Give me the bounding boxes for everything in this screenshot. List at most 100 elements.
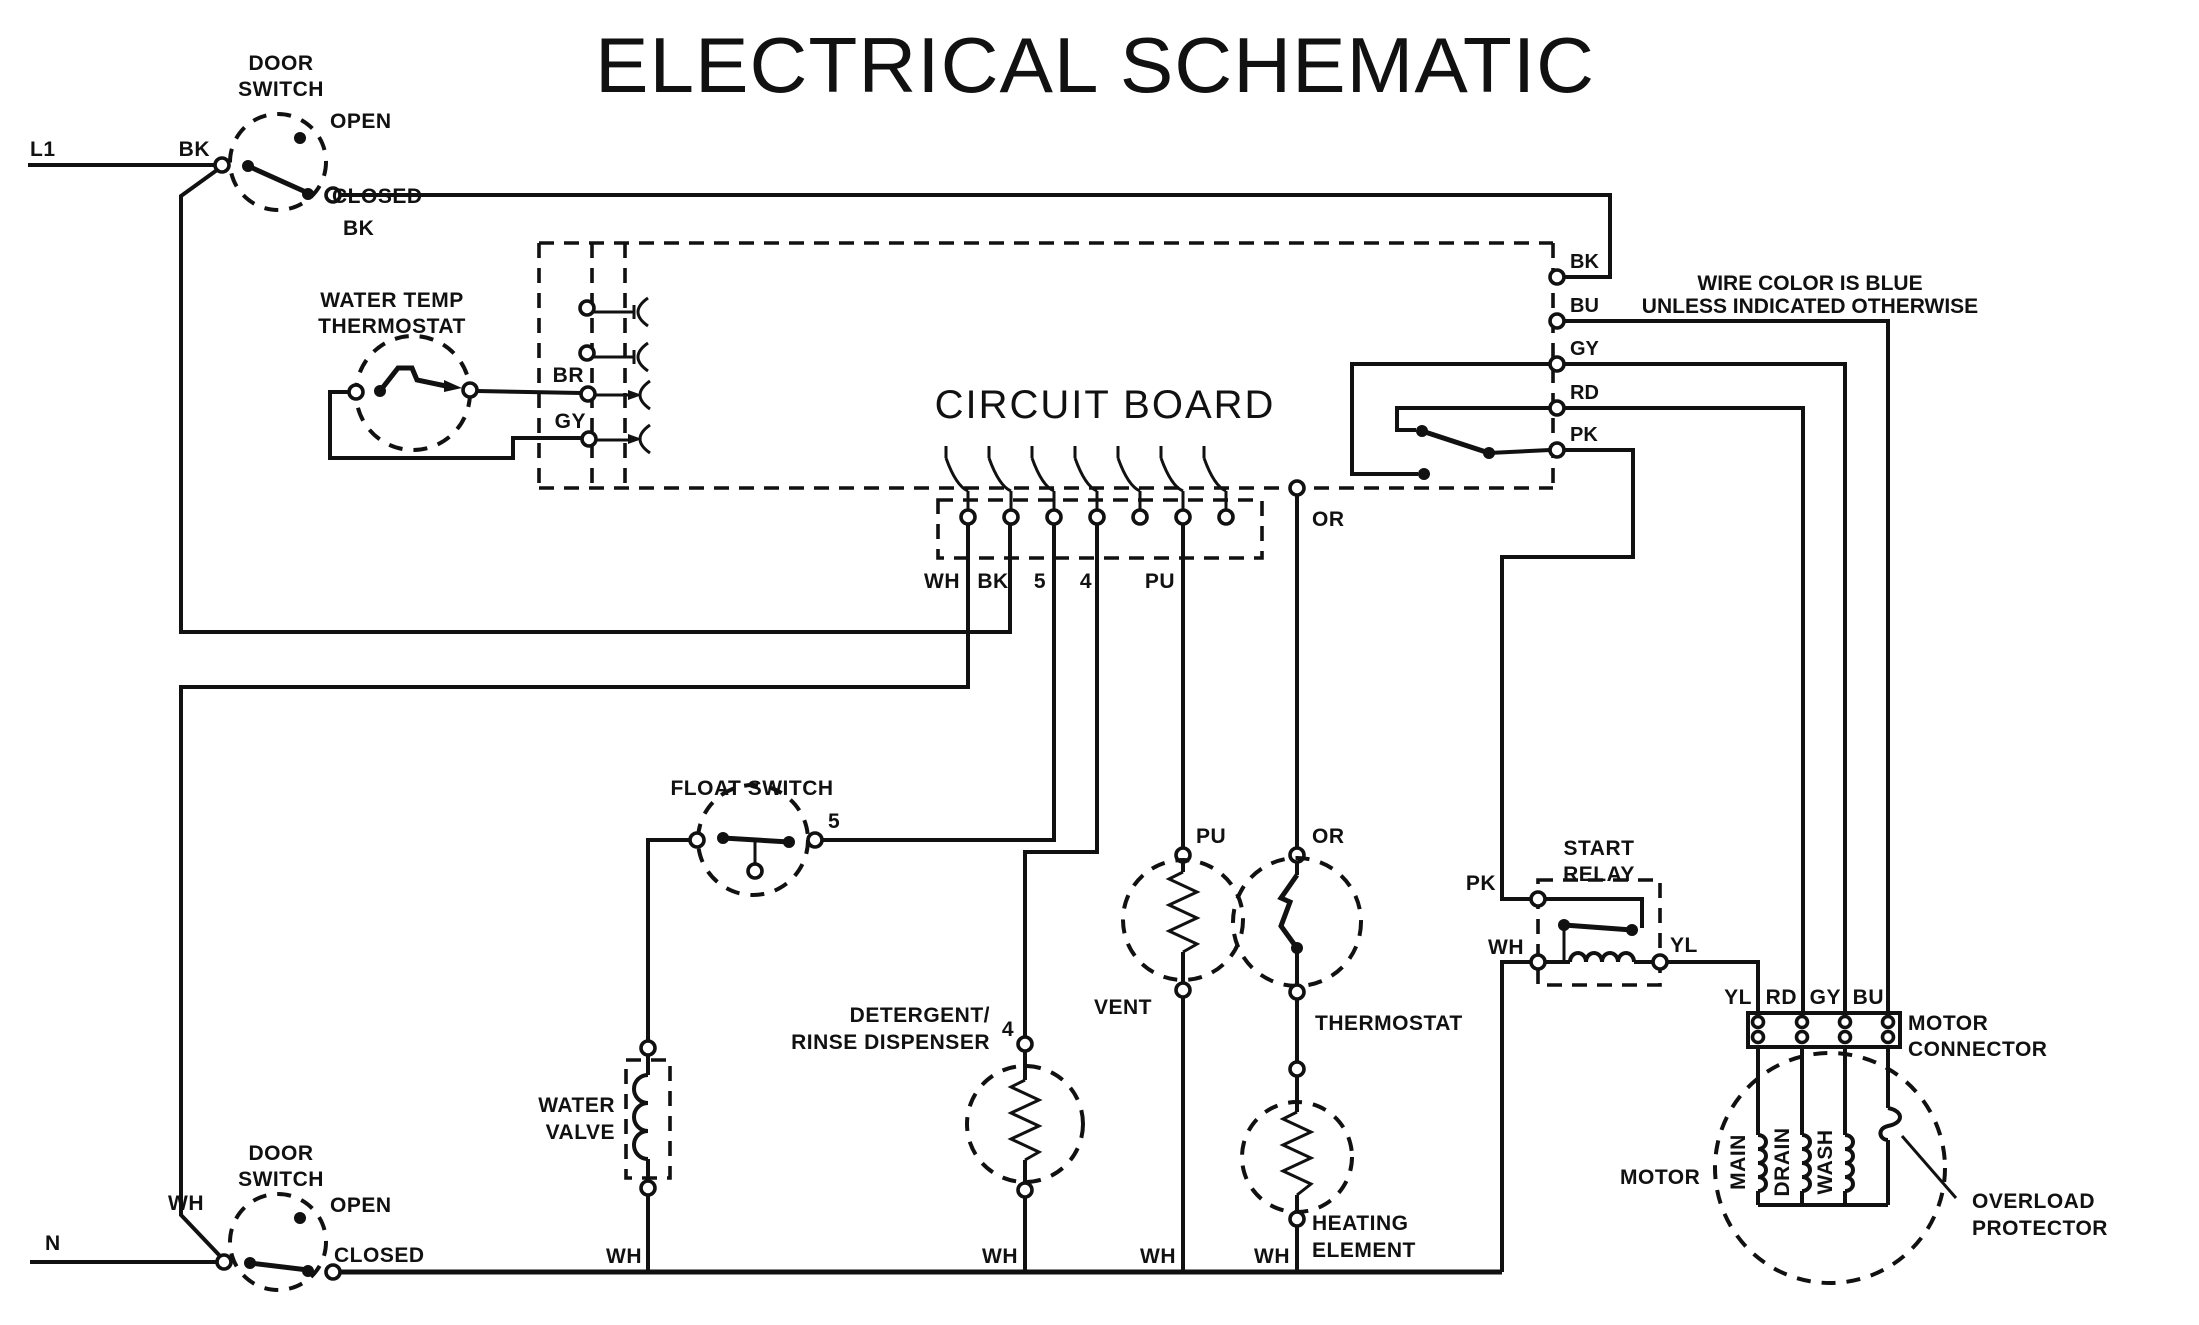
vent-resistor bbox=[1165, 870, 1201, 954]
vent-label: VENT bbox=[1094, 996, 1152, 1019]
start-relay-yl-label: YL bbox=[1670, 934, 1698, 957]
br-label: BR bbox=[553, 364, 584, 387]
drain-winding bbox=[1801, 1133, 1812, 1193]
connector-4-label: 4 bbox=[1080, 570, 1092, 593]
wire-color-note-1: WIRE COLOR IS BLUE bbox=[1697, 272, 1922, 295]
connector-5-label: 5 bbox=[1034, 570, 1046, 593]
right-side-wires bbox=[1500, 319, 1890, 1013]
dispenser-wh-label: WH bbox=[982, 1245, 1018, 1268]
heating-label-1: HEATING bbox=[1312, 1212, 1408, 1235]
water-temp-thermostat-circle bbox=[354, 334, 472, 452]
float-switch-5-label: 5 bbox=[828, 810, 840, 833]
dispenser-label-1: DETERGENT/ bbox=[850, 1004, 990, 1027]
overload-label-2: PROTECTOR bbox=[1972, 1217, 2108, 1240]
main-winding bbox=[1757, 1133, 1768, 1193]
door-switch-bottom-label-2: SWITCH bbox=[238, 1168, 324, 1191]
thermostat-blade bbox=[1277, 873, 1300, 946]
motor-circle bbox=[1713, 1051, 1947, 1285]
connector-pu-label: PU bbox=[1145, 570, 1175, 593]
n-label: N bbox=[45, 1232, 61, 1255]
vent-wh-label: WH bbox=[1140, 1245, 1176, 1268]
pk-wire bbox=[1500, 448, 1635, 901]
dispenser-4-label: 4 bbox=[1002, 1018, 1014, 1041]
connector-bu-label: BU bbox=[1853, 986, 1884, 1009]
start-relay-wh-label: WH bbox=[1488, 936, 1524, 959]
terminal-bu-label: BU bbox=[1570, 295, 1599, 317]
board-internal-relay bbox=[1350, 362, 1551, 480]
door-switch-bottom-closed-label: CLOSED bbox=[334, 1244, 425, 1267]
terminal-bk-label: BK bbox=[1570, 251, 1599, 273]
door-switch-bottom-open-label: OPEN bbox=[330, 1194, 392, 1217]
terminal-rd-label: RD bbox=[1570, 382, 1599, 404]
water-temp-gy-label: GY bbox=[555, 410, 586, 433]
or-label: OR bbox=[1312, 508, 1345, 531]
motor-label: MOTOR bbox=[1620, 1166, 1700, 1189]
motor: MAIN DRAIN WASH MOTOR OVERLOAD PROTECTOR bbox=[1620, 1047, 2108, 1285]
float-switch: FLOAT SWITCH 5 bbox=[646, 524, 1056, 1041]
heating-wh-label: WH bbox=[1254, 1245, 1290, 1268]
terminal-gy-label: GY bbox=[1570, 338, 1600, 360]
start-relay-label-2: RELAY bbox=[1563, 863, 1635, 886]
door-switch-top-label-2: SWITCH bbox=[238, 78, 324, 101]
door-switch-bottom-open-contact bbox=[294, 1212, 306, 1224]
wash-winding bbox=[1844, 1133, 1855, 1193]
overload-pointer-line bbox=[1900, 1135, 1958, 1199]
start-relay-blade bbox=[1563, 922, 1633, 933]
door-switch-top-label-1: DOOR bbox=[249, 52, 314, 75]
connector-switches bbox=[944, 446, 1228, 510]
motor-main-label: MAIN bbox=[1727, 1134, 1750, 1190]
connector-rd-label: RD bbox=[1766, 986, 1797, 1009]
connector-yl-label: YL bbox=[1724, 986, 1752, 1009]
door-switch-bottom-label-1: DOOR bbox=[249, 1142, 314, 1165]
motor-connector-label-1: MOTOR bbox=[1908, 1012, 1988, 1035]
door-switch-bottom-wh-label: WH bbox=[168, 1192, 204, 1215]
motor-wash-label: WASH bbox=[1814, 1130, 1837, 1195]
door-switch-bottom: DOOR SWITCH OPEN CLOSED WH N bbox=[30, 524, 970, 1292]
start-relay: START RELAY PK WH YL bbox=[1466, 837, 1760, 1272]
dispenser: DETERGENT/ RINSE DISPENSER 4 WH bbox=[791, 524, 1099, 1272]
door-switch-top: DOOR SWITCH OPEN CLOSED BK BK L1 bbox=[28, 52, 1612, 634]
dispenser-label-2: RINSE DISPENSER bbox=[791, 1031, 990, 1054]
board-bottom-connector: WH BK 5 4 PU OR bbox=[924, 446, 1345, 593]
door-switch-top-blade bbox=[246, 163, 310, 196]
board-right-terminals: BK BU GY RD PK bbox=[1548, 251, 1600, 459]
or-terminal bbox=[1288, 479, 1306, 497]
start-relay-box bbox=[1536, 878, 1662, 987]
door-switch-bottom-blade bbox=[249, 1260, 309, 1273]
vent: VENT PU WH bbox=[1094, 524, 1245, 1272]
start-relay-pk-label: PK bbox=[1466, 872, 1496, 895]
vent-circle bbox=[1121, 858, 1245, 982]
door-switch-bottom-circle bbox=[228, 1192, 328, 1292]
heating-element: HEATING ELEMENT WH bbox=[1240, 1076, 1416, 1272]
water-valve: WATER VALVE WH bbox=[538, 1039, 672, 1272]
connector-bk-label: BK bbox=[977, 570, 1008, 593]
board-left-contacts bbox=[578, 296, 651, 455]
water-temp-label-2: THERMOSTAT bbox=[318, 315, 466, 338]
start-relay-coil bbox=[1568, 951, 1636, 963]
terminal-pk-label: PK bbox=[1570, 424, 1598, 446]
thermostat: THERMOSTAT OR bbox=[1231, 495, 1463, 1078]
float-switch-blade bbox=[722, 835, 790, 845]
circuit-board-label: CIRCUIT BOARD bbox=[935, 383, 1276, 427]
dispenser-circle bbox=[965, 1064, 1085, 1184]
thermostat-label: THERMOSTAT bbox=[1315, 1012, 1463, 1035]
wire-color-note-2: UNLESS INDICATED OTHERWISE bbox=[1642, 295, 1978, 318]
door-switch-top-bk-out-label: BK bbox=[343, 217, 374, 240]
schematic-title: ELECTRICAL SCHEMATIC bbox=[595, 21, 1595, 109]
connector-wh-label: WH bbox=[924, 570, 960, 593]
water-temp-thermostat: WATER TEMP THERMOSTAT BR GY bbox=[318, 289, 586, 460]
vent-pu-label: PU bbox=[1196, 825, 1226, 848]
bu-wire bbox=[1564, 319, 1890, 1013]
door-switch-top-open-contact bbox=[294, 132, 306, 144]
water-valve-label-2: VALVE bbox=[546, 1121, 615, 1144]
motor-connector-pins bbox=[1750, 1014, 1896, 1045]
water-valve-label-1: WATER bbox=[538, 1094, 615, 1117]
start-relay-label-1: START bbox=[1564, 837, 1635, 860]
heating-label-2: ELEMENT bbox=[1312, 1239, 1416, 1262]
overload-label-1: OVERLOAD bbox=[1972, 1190, 2095, 1213]
motor-connector-label-2: CONNECTOR bbox=[1908, 1038, 2047, 1061]
water-temp-label-1: WATER TEMP bbox=[320, 289, 463, 312]
float-switch-label: FLOAT SWITCH bbox=[670, 777, 833, 800]
motor-drain-label: DRAIN bbox=[1771, 1128, 1794, 1197]
